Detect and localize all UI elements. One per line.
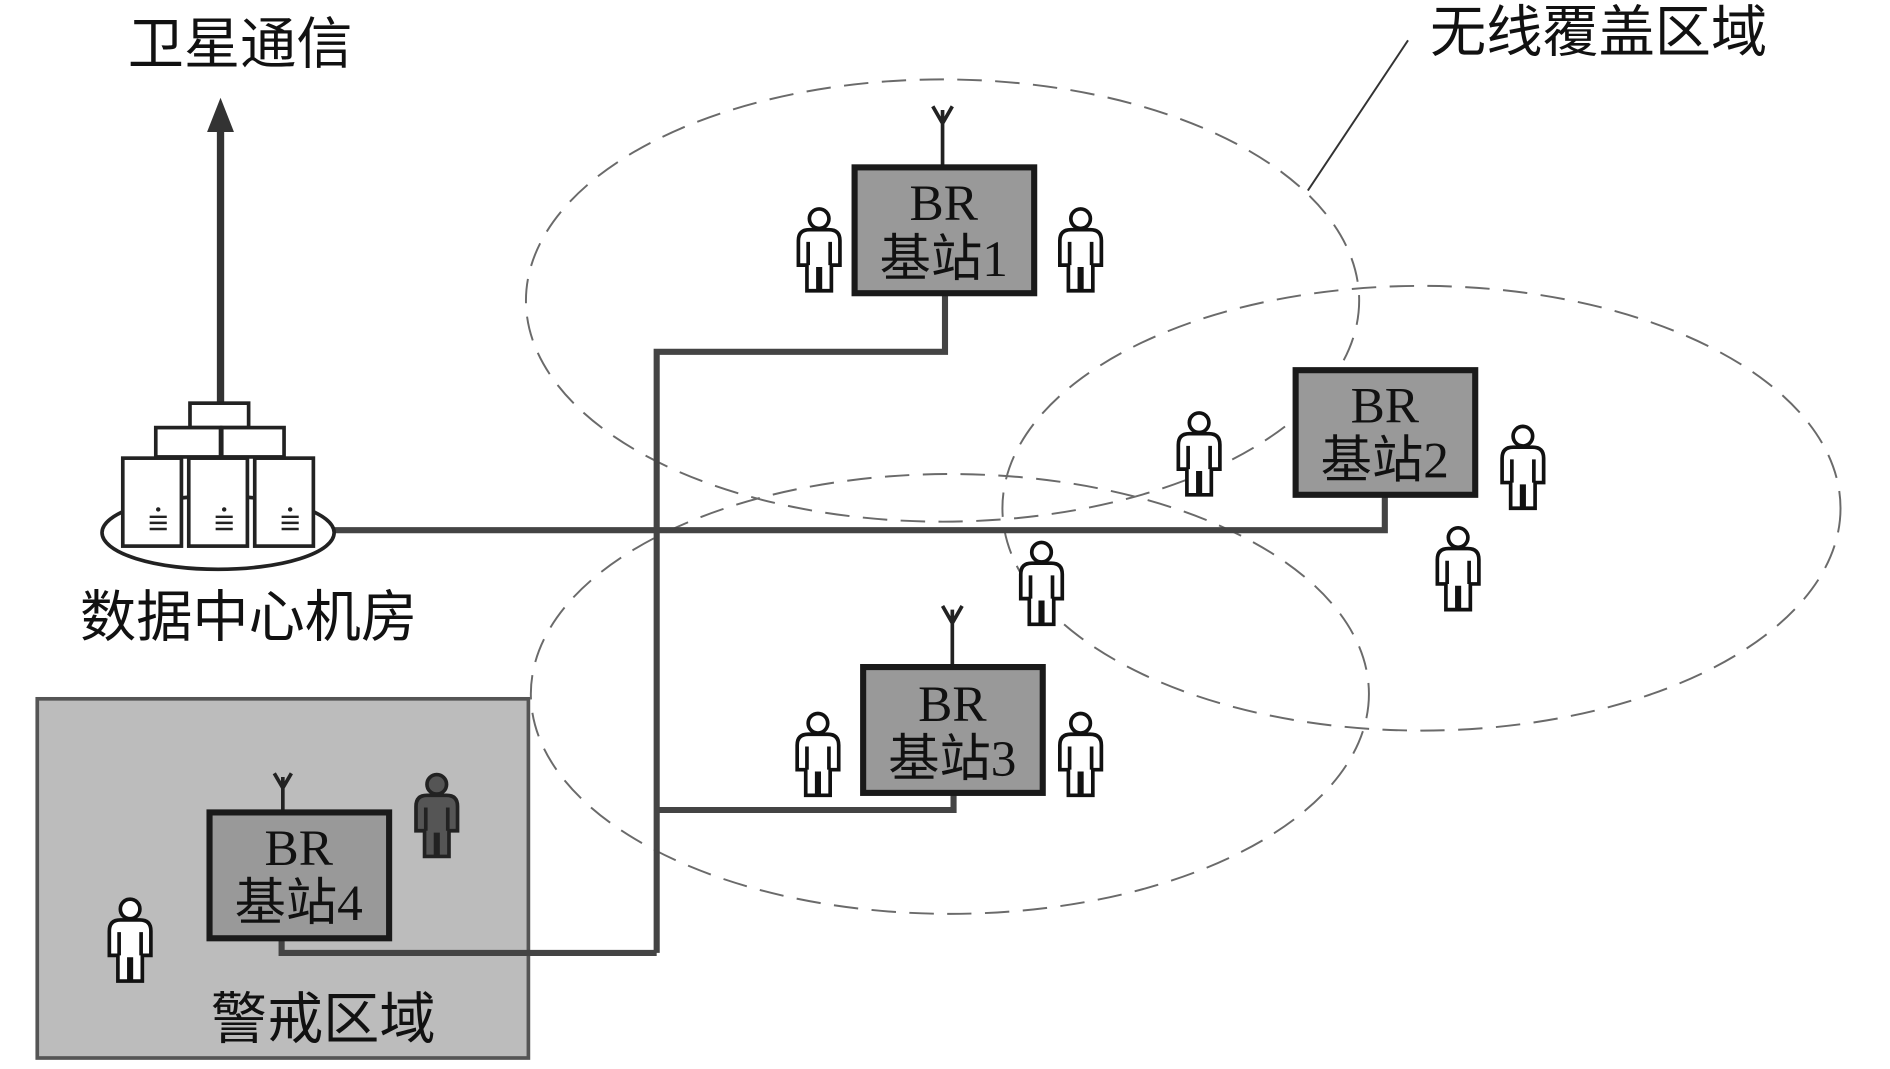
link-trunk-bs1: [653, 293, 949, 953]
base-station-type: BR: [910, 175, 979, 232]
coverage-area-3: [529, 473, 1370, 915]
coverage-area-1: [524, 78, 1361, 523]
person-icon: [796, 207, 842, 293]
alert-zone-label: 警戒区域: [211, 989, 436, 1051]
coverage-area-2: [1001, 284, 1842, 732]
base-station-name: 基站1: [880, 231, 1008, 288]
person-icon: [795, 711, 841, 798]
person-icon: [1500, 424, 1546, 511]
coverage-callout-line: [1307, 39, 1409, 192]
link-datacenter-bs2: [332, 494, 1388, 534]
base-station-type: BR: [1351, 378, 1420, 435]
antenna-icon: [931, 105, 954, 168]
person-icon: [1058, 711, 1104, 798]
person-icon: [1176, 411, 1222, 497]
base-station-name: 基站3: [888, 731, 1016, 788]
antenna-icon: [272, 772, 293, 813]
base-station-name: 基站4: [235, 875, 363, 932]
base-station-type: BR: [264, 820, 333, 877]
person-icon: [1058, 207, 1104, 293]
data-center-label: 数据中心机房: [80, 588, 417, 650]
base-station-type: BR: [918, 676, 987, 733]
base-station-4: BR 基站4: [206, 772, 393, 942]
base-station-1: BR 基站1: [851, 105, 1038, 297]
antenna-icon: [940, 605, 964, 668]
server-icon: [100, 401, 336, 572]
base-station-name: 基站2: [1321, 433, 1449, 490]
link-trunk-bs4: [278, 938, 657, 956]
coverage-label: 无线覆盖区域: [1430, 2, 1767, 64]
person-icon: [1435, 525, 1481, 612]
up-arrow-icon: [207, 97, 234, 406]
person-icon: [1018, 540, 1065, 627]
base-station-2: BR 基站2: [1292, 367, 1479, 498]
link-trunk-bs3: [656, 791, 957, 814]
satellite-label: 卫星通信: [128, 15, 353, 77]
base-station-3: BR 基站3: [860, 605, 1046, 796]
